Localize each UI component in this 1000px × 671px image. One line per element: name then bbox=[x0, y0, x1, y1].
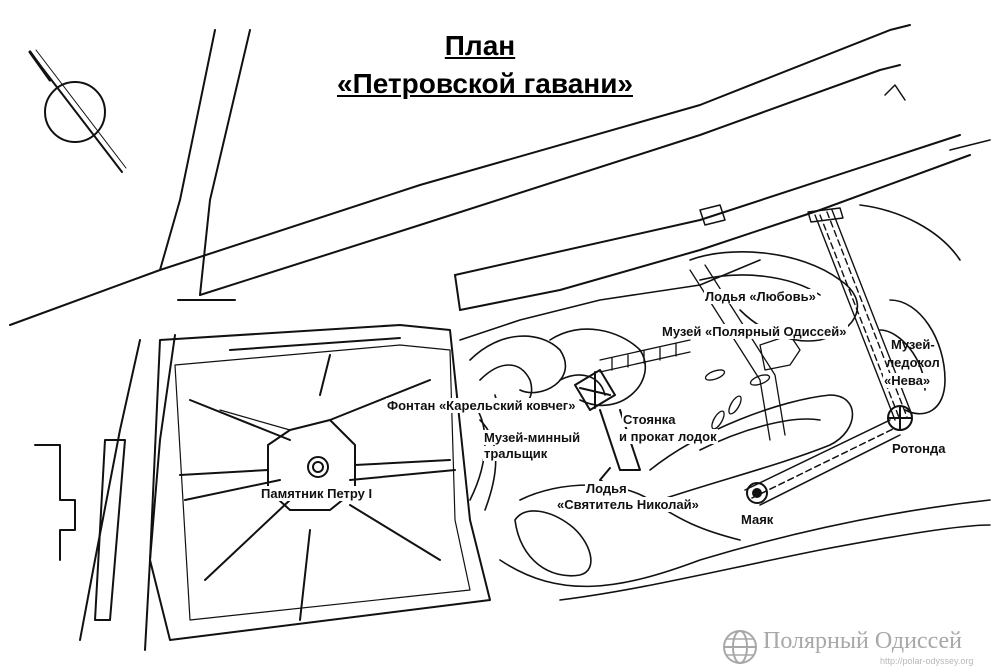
label-rotunda: Ротонда bbox=[891, 441, 947, 456]
rotunda-marker-icon bbox=[887, 405, 913, 431]
label-minesweeper-2: тральщик bbox=[483, 446, 549, 461]
label-boat-rental-2: и прокат лодок bbox=[618, 429, 718, 444]
label-lodya-lyubov: Лодья «Любовь» bbox=[704, 289, 817, 304]
watermark-url: http://polar-odyssey.org bbox=[880, 656, 974, 666]
label-museum-icebreaker-1: Музей- bbox=[891, 337, 935, 352]
label-lodya-nikolai-2: «Святитель Николай» bbox=[556, 497, 700, 512]
compass-icon bbox=[28, 49, 127, 173]
label-lighthouse: Маяк bbox=[740, 512, 775, 527]
left-street bbox=[34, 334, 176, 651]
park-grounds bbox=[149, 324, 491, 641]
lighthouse-marker-icon bbox=[746, 482, 768, 504]
embankment-road bbox=[454, 134, 971, 311]
label-museum-polar-odyssey: Музей «Полярный Одиссей» bbox=[661, 324, 848, 339]
harbor-water-contours bbox=[459, 139, 991, 601]
breakwater bbox=[744, 419, 901, 506]
label-minesweeper-1: Музей-минный bbox=[483, 430, 582, 445]
label-museum-icebreaker-3: «Нева» bbox=[883, 373, 932, 388]
boat-pontoons bbox=[599, 264, 801, 441]
pier-walkway bbox=[807, 207, 913, 421]
label-lodya-nikolai-1: Лодья bbox=[585, 481, 628, 496]
label-museum-icebreaker-2: ледокол bbox=[886, 355, 940, 370]
label-peter-monument: Памятник Петру I bbox=[260, 486, 374, 501]
map-title-line-1: План bbox=[444, 30, 516, 61]
globe-logo-icon bbox=[723, 630, 757, 664]
monument-marker-icon bbox=[307, 456, 329, 478]
avenue-road bbox=[9, 24, 911, 326]
label-fountain: Фонтан «Карельский ковчег» bbox=[386, 398, 577, 413]
label-boat-rental-1: Стоянка bbox=[622, 412, 677, 427]
map-title-line-2: «Петровской гавани» bbox=[337, 68, 633, 99]
watermark-text: Полярный Одиссей bbox=[763, 628, 963, 654]
